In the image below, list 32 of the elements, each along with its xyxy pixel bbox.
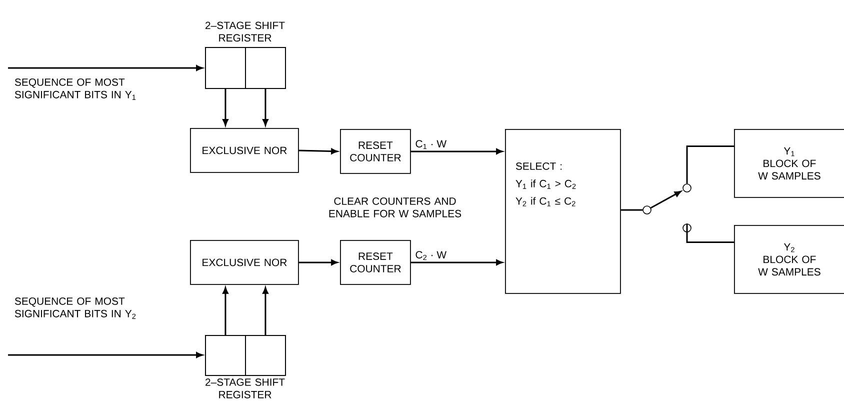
edge-label: C$_{2}$ · W bbox=[416, 251, 446, 260]
register-stage bbox=[205, 47, 246, 89]
block-box: Y$_{1}$ BLOCK OF W SAMPLES bbox=[734, 129, 844, 198]
arrow bbox=[8, 65, 203, 71]
arrow bbox=[298, 148, 338, 154]
register-heading: 2–STAGE SHIFT REGISTER bbox=[206, 378, 285, 398]
switch-contact bbox=[642, 206, 652, 214]
switch-contact bbox=[682, 184, 692, 192]
arrow bbox=[410, 148, 503, 154]
arrow bbox=[298, 260, 338, 266]
select-box: SELECT : Y$_{1}$ if C$_{1}$ > C$_{2}$ Y$_{2}$ if C$_{1}$ ≤ C$_{2}$ bbox=[505, 129, 621, 294]
register-stage bbox=[245, 335, 286, 376]
logic-box: RESET COUNTER bbox=[340, 129, 411, 174]
register-heading: 2–STAGE SHIFT REGISTER bbox=[206, 22, 285, 42]
arrow bbox=[8, 352, 203, 358]
arrow bbox=[262, 88, 268, 126]
arrow bbox=[650, 190, 682, 209]
register-stage bbox=[205, 335, 246, 376]
switch-contact bbox=[682, 224, 692, 232]
note-text: SEQUENCE OF MOST SIGNIFICANT BITS IN Y$_{1}$ bbox=[14, 78, 136, 100]
block-box: Y$_{2}$ BLOCK OF W SAMPLES bbox=[734, 225, 844, 294]
logic-box: RESET COUNTER bbox=[340, 240, 411, 285]
arrow bbox=[410, 260, 503, 266]
arrow bbox=[222, 88, 228, 126]
edge-label: C$_{1}$ · W bbox=[416, 140, 446, 149]
note-text: SEQUENCE OF MOST SIGNIFICANT BITS IN Y$_{2}$ bbox=[14, 297, 136, 319]
logic-box: EXCLUSIVE NOR bbox=[190, 128, 299, 173]
register-stage bbox=[245, 47, 286, 89]
logic-box: EXCLUSIVE NOR bbox=[190, 240, 299, 285]
note-text: CLEAR COUNTERS AND ENABLE FOR W SAMPLES bbox=[329, 197, 462, 218]
arrow bbox=[222, 287, 228, 335]
arrow bbox=[262, 287, 268, 335]
